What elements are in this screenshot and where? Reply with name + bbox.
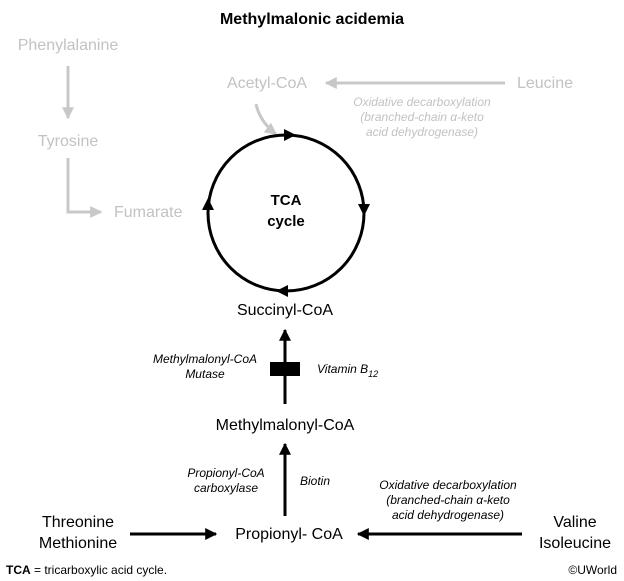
tyrosine-to-fumarate-arrow (66, 158, 103, 218)
mutase-enzyme-line1: Methylmalonyl-CoA (153, 352, 257, 366)
tca-arrowhead-right (358, 204, 370, 216)
footnote-definition: = tricarboxylic acid cycle. (31, 563, 167, 577)
isoleucine-label: Isoleucine (539, 535, 611, 552)
grey-enzyme-line-2: (branched-chain α-keto (360, 110, 484, 124)
methylmalonyl-coa-label: Methylmalonyl-CoA (216, 417, 355, 434)
phenylalanine-label: Phenylalanine (18, 37, 119, 54)
bckad-enzyme-line2: (branched-chain α-keto (386, 493, 510, 507)
acetyl-coa-label: Acetyl-CoA (227, 75, 307, 92)
tca-arrowhead-left (202, 198, 214, 210)
tca-arrowhead-bottom (276, 285, 288, 297)
bckad-enzyme-line3: acid dehydrogenase) (392, 508, 504, 522)
grey-enzyme-line-3: acid dehydrogenase) (366, 125, 478, 139)
propionyl-coa-label: Propionyl- CoA (235, 526, 343, 543)
tca-arrowhead-top (284, 129, 296, 141)
copyright-label: ©UWorld (568, 563, 617, 577)
footnote: TCA = tricarboxylic acid cycle. (6, 563, 167, 577)
tca-label-line2: cycle (267, 213, 305, 230)
diagram-title: Methylmalonic acidemia (220, 11, 404, 28)
grey-enzyme-line-1: Oxidative decarboxylation (353, 95, 491, 109)
leucine-label: Leucine (517, 75, 573, 92)
threonine-label: Threonine (42, 514, 114, 531)
tca-label-line1: TCA (271, 192, 302, 209)
mutase-enzyme-line2: Mutase (185, 367, 225, 381)
carboxylase-enzyme-line2: carboxylase (194, 481, 258, 495)
fumarate-label: Fumarate (114, 204, 183, 221)
biotin-label: Biotin (300, 474, 330, 488)
valine-label: Valine (553, 514, 596, 531)
bckad-enzyme-line1: Oxidative decarboxylation (379, 478, 517, 492)
footnote-abbr: TCA (6, 563, 31, 577)
tyrosine-label: Tyrosine (38, 133, 99, 150)
methionine-label: Methionine (39, 535, 117, 552)
vitamin-b12-label: Vitamin B12 (317, 362, 378, 379)
carboxylase-enzyme-line1: Propionyl-CoA (187, 466, 264, 480)
mutase-block-bar (270, 362, 300, 376)
acetyl-coa-to-tca-arrow (254, 103, 277, 136)
succinyl-coa-label: Succinyl-CoA (237, 302, 333, 319)
